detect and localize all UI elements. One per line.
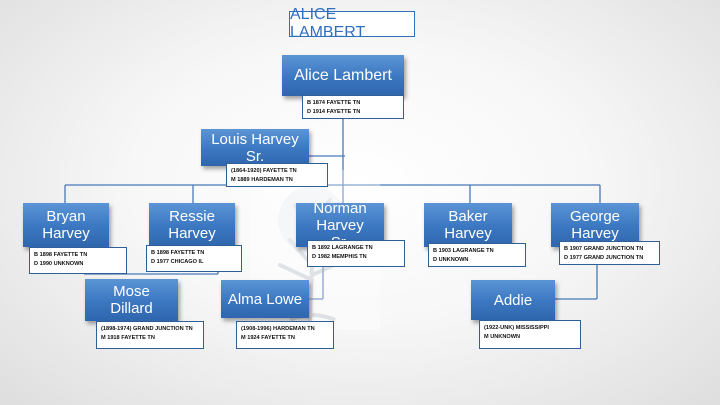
death-text: D 1977 GRAND JUNCTION TN — [564, 254, 644, 261]
birth-text: B 1907 GRAND JUNCTION TN — [564, 246, 644, 252]
person-addie-info: (1922-UNK) MISSISSIPPI M UNKNOWN — [479, 320, 581, 349]
person-alma-name: Alma Lowe — [221, 280, 309, 318]
death-text: D 1982 MEMPHIS TN — [312, 253, 367, 260]
birth-text: B 1903 LAGRANGE TN — [433, 248, 494, 254]
life-text: (1898-1974) GRAND JUNCTION TN — [101, 326, 193, 332]
person-bryan-info: B 1898 FAYETTE TN D 1990 UNKNOWN — [29, 247, 127, 274]
birth-text: B 1874 FAYETTE TN — [307, 100, 361, 106]
person-alma-info: (1908-1996) HARDEMAN TN M 1924 FAYETTE T… — [236, 321, 334, 349]
person-ressie-name: Ressie Harvey — [149, 203, 235, 247]
person-mose-name: Mose Dillard — [85, 279, 178, 321]
marriage-text: M UNKNOWN — [484, 333, 521, 340]
person-alice-info: B 1874 FAYETTE TN D 1914 FAYETTE TN — [302, 95, 404, 119]
life-text: (1922-UNK) MISSISSIPPI — [484, 325, 549, 331]
page-title: ALICE LAMBERT — [289, 6, 415, 41]
person-louis-info: (1864-1920) FAYETTE TN M 1889 HARDEMAN T… — [226, 163, 328, 187]
person-norman-info: B 1892 LAGRANGE TN D 1982 MEMPHIS TN — [307, 240, 405, 267]
life-text: (1864-1920) FAYETTE TN — [231, 168, 297, 174]
person-mose-info: (1898-1974) GRAND JUNCTION TN M 1918 FAY… — [96, 321, 204, 349]
death-text: D 1914 FAYETTE TN — [307, 108, 361, 115]
birth-text: B 1898 FAYETTE TN — [34, 252, 88, 258]
marriage-text: M 1924 FAYETTE TN — [241, 334, 295, 341]
birth-text: B 1892 LAGRANGE TN — [312, 245, 373, 251]
person-alice-name: Alice Lambert — [282, 55, 404, 96]
person-george-info: B 1907 GRAND JUNCTION TN D 1977 GRAND JU… — [559, 241, 660, 265]
person-baker-name: Baker Harvey — [424, 203, 512, 247]
death-text: D 1990 UNKNOWN — [34, 260, 84, 267]
life-text: (1908-1996) HARDEMAN TN — [241, 326, 315, 332]
person-bryan-name: Bryan Harvey — [23, 203, 109, 247]
person-louis-name: Louis Harvey Sr. — [201, 129, 309, 166]
death-text: D 1977 CHICAGO IL — [151, 258, 204, 265]
person-ressie-info: B 1898 FAYETTE TN D 1977 CHICAGO IL — [146, 245, 242, 272]
marriage-text: M 1889 HARDEMAN TN — [231, 176, 293, 183]
person-george-name: George Harvey — [551, 203, 639, 247]
birth-text: B 1898 FAYETTE TN — [151, 250, 205, 256]
death-text: D UNKNOWN — [433, 256, 469, 263]
person-addie-name: Addie — [471, 280, 555, 320]
marriage-text: M 1918 FAYETTE TN — [101, 334, 155, 341]
person-baker-info: B 1903 LAGRANGE TN D UNKNOWN — [428, 243, 526, 267]
